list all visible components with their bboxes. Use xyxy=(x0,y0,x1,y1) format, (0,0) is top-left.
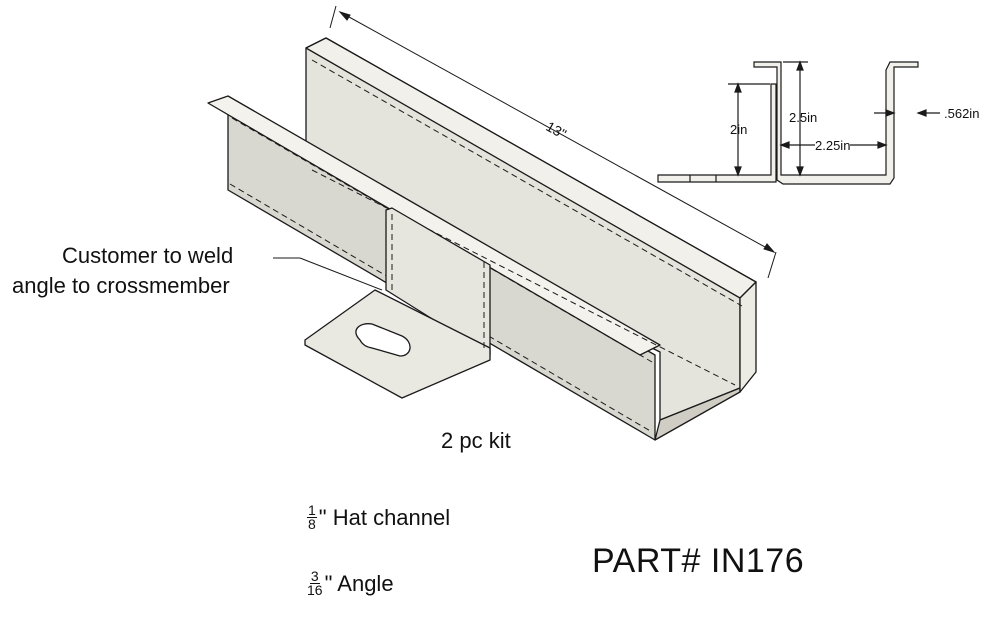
dim-flange: .562in xyxy=(944,106,980,121)
angle-material: 3 16 " Angle xyxy=(307,568,394,598)
angle-fraction: 3 16 xyxy=(307,568,323,598)
angle-fraction-numerator: 3 xyxy=(309,568,320,584)
callout-line-1: Customer to weld xyxy=(62,243,234,268)
angle-vertical-leg xyxy=(385,207,491,356)
hat-fraction-numerator: 1 xyxy=(307,502,317,518)
angle-bracket xyxy=(304,207,491,399)
hat-fraction-denominator: 8 xyxy=(308,516,316,532)
length-dimension xyxy=(329,5,777,279)
dim-height-right: 2.5in xyxy=(789,110,818,125)
kit-label: 2 pc kit xyxy=(441,428,511,453)
slot-hole xyxy=(355,323,411,357)
dim-width: 2.25in xyxy=(815,138,851,153)
angle-material-text: " Angle xyxy=(324,570,394,596)
dim-height-left: 2in xyxy=(730,122,748,137)
part-number: PART# IN176 xyxy=(592,542,805,580)
callout-leader xyxy=(273,257,383,291)
hat-channel xyxy=(207,37,757,441)
angle-hidden-lines xyxy=(391,214,485,350)
hat-channel-right-end xyxy=(739,281,757,393)
callout-line-2: angle to crossmember xyxy=(12,273,230,298)
profile-angle xyxy=(657,83,777,183)
angle-fraction-denominator: 16 xyxy=(307,582,323,598)
profile-hat xyxy=(753,61,919,185)
hat-channel-material: 1 8 " Hat channel xyxy=(307,502,451,532)
hat-fraction: 1 8 xyxy=(307,502,317,532)
hat-material-text: " Hat channel xyxy=(318,504,451,530)
